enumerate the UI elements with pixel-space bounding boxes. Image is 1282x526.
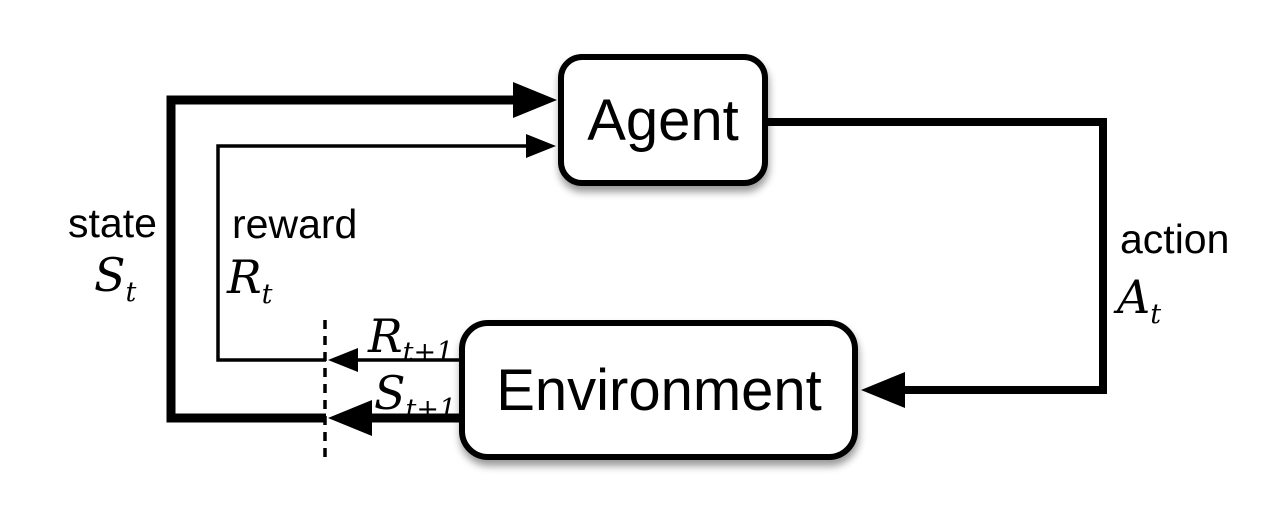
reward-arrow [216, 134, 556, 362]
next-state-symbol-base: S [374, 366, 406, 420]
agent-node [558, 54, 768, 186]
diagram-wires [166, 82, 1107, 462]
action-symbol: At [1113, 270, 1161, 330]
action-symbol-sub: t [1150, 299, 1161, 330]
reward-symbol-sub: t [262, 279, 273, 310]
next-state-symbol-sub: t+1 [406, 394, 457, 425]
reward-symbol: Rt [226, 250, 273, 310]
state-symbol-base: S [94, 248, 126, 302]
state-symbol: St [94, 248, 137, 308]
state-symbol-sub: t [126, 277, 137, 308]
reward-symbol-base: R [226, 250, 262, 304]
next-reward-symbol: Rt+1 [367, 309, 453, 368]
next-reward-symbol-sub: t+1 [403, 337, 454, 368]
state-arrow [166, 82, 557, 423]
action-symbol-base: A [1113, 270, 1150, 324]
action-word-label: action [1120, 216, 1229, 262]
environment-node [459, 320, 858, 460]
environment-box [459, 320, 858, 460]
agent-box [558, 54, 768, 186]
next-state-symbol: St+1 [374, 366, 456, 425]
state-word-label: state [68, 200, 157, 246]
agent-label: Agent [587, 88, 739, 153]
reward-word-label: reward [232, 201, 357, 247]
next-reward-symbol-base: R [367, 309, 403, 363]
action-arrow [765, 118, 1107, 408]
environment-label: Environment [496, 358, 822, 423]
